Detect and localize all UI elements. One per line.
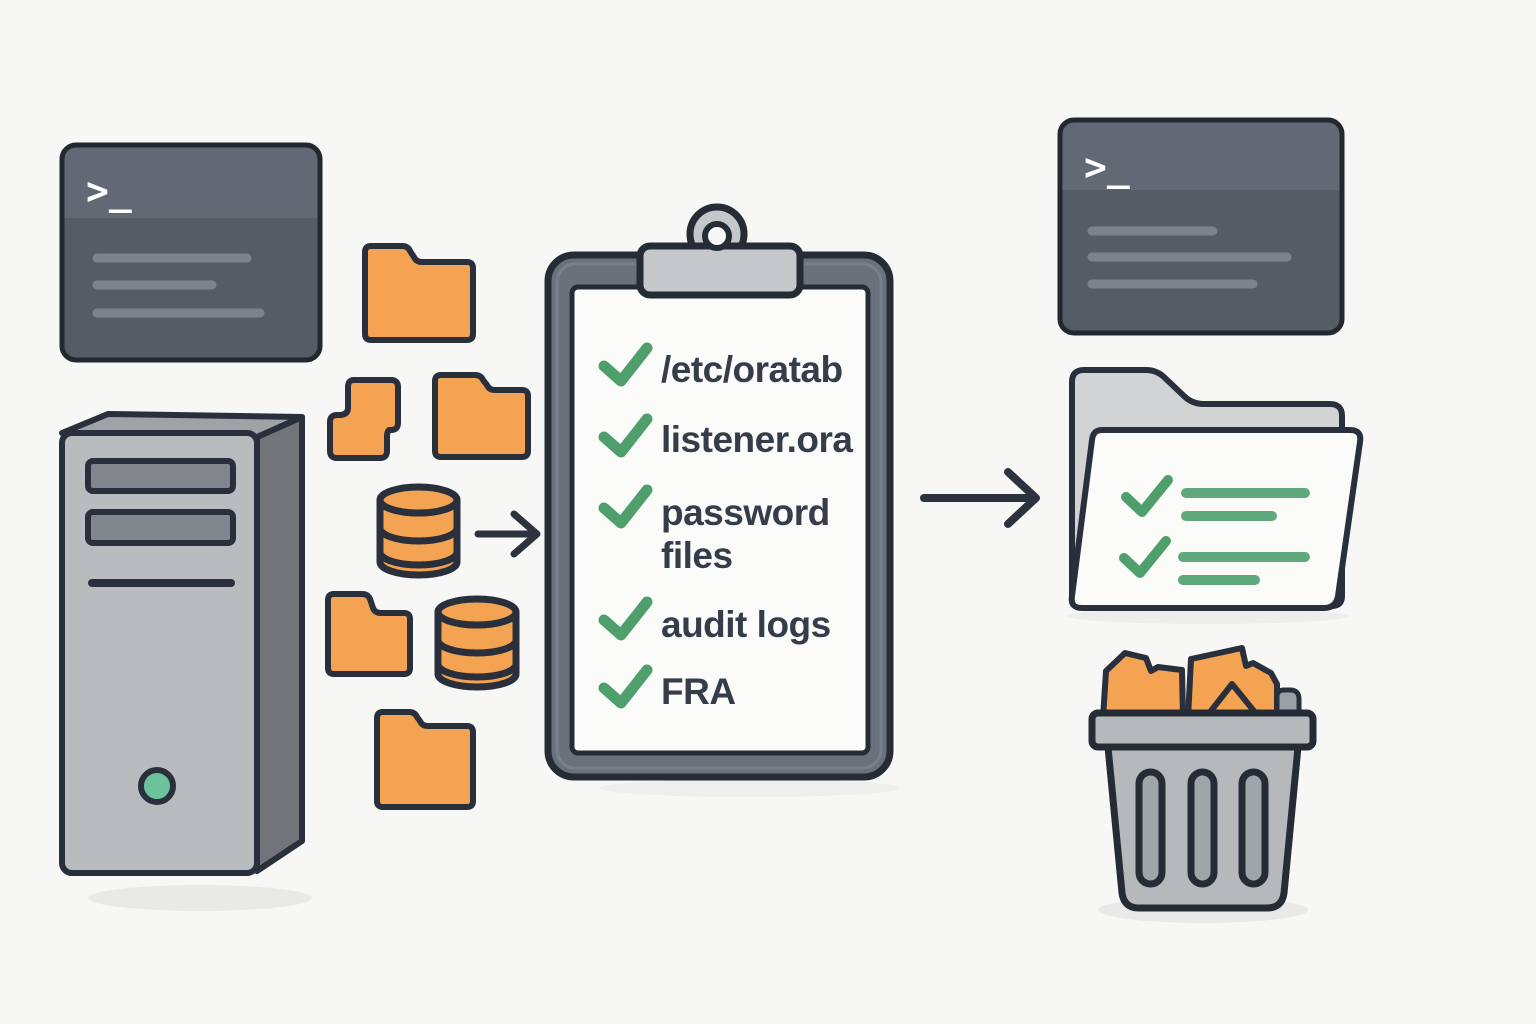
paper-fold-line	[1204, 681, 1261, 718]
terminal-border	[1057, 117, 1345, 336]
folder-icon	[362, 243, 476, 343]
terminal-window-left: >_	[59, 142, 323, 363]
checklist-item-label: password	[661, 492, 830, 533]
terminal-prompt: >_	[86, 169, 132, 213]
check-icon	[598, 342, 653, 387]
clip-plate	[636, 242, 804, 299]
database-icon	[434, 595, 520, 691]
trash-slat	[1187, 768, 1218, 888]
arrow-head	[1004, 468, 1040, 528]
folder-checklist-content	[1119, 475, 1310, 585]
trash-rim	[1088, 709, 1317, 751]
checklist-item: FRA	[598, 664, 736, 712]
server-front-panel	[59, 430, 260, 876]
folder-icon	[325, 591, 413, 677]
terminal-header	[64, 147, 318, 218]
trash-slat	[1238, 768, 1269, 888]
checklist-item: listener.ora	[598, 413, 854, 460]
trash-slat	[1135, 768, 1166, 888]
checklist-item-label: listener.ora	[661, 419, 853, 460]
folder-shadow	[1068, 608, 1348, 624]
checklist-item-label: files	[661, 535, 733, 576]
checklist-item-label: /etc/oratab	[661, 349, 843, 390]
clipboard: /etc/oratab listener.ora password files …	[544, 203, 900, 797]
check-icon	[598, 484, 653, 529]
flow-arrow-small	[474, 510, 541, 558]
drive-bay	[85, 509, 236, 546]
folder-icon	[432, 372, 531, 460]
drive-bay	[85, 458, 236, 494]
clipboard-shadow	[600, 779, 900, 797]
check-icon	[598, 596, 653, 641]
clip-hole	[702, 221, 732, 251]
folder-icon	[374, 709, 476, 810]
trash-can-icon	[1088, 645, 1317, 923]
terminal-window-right: >_	[1057, 117, 1345, 336]
check-icon	[598, 413, 653, 458]
terminal-prompt: >_	[1084, 145, 1130, 189]
checklist: /etc/oratab listener.ora password files …	[598, 342, 854, 712]
server-shadow	[88, 885, 312, 911]
terminal-header	[1062, 122, 1340, 190]
flow-arrow-large	[920, 468, 1040, 528]
checklist-item: password files	[598, 484, 830, 576]
arrow-head	[510, 510, 541, 558]
check-icon	[1119, 536, 1171, 578]
power-button	[138, 767, 176, 805]
scattered-files	[325, 243, 531, 810]
discarded-paper	[1100, 650, 1186, 721]
terminal-border	[59, 142, 323, 363]
check-icon	[1121, 475, 1173, 517]
checklist-item-label: FRA	[661, 671, 736, 712]
output-folder-icon	[1068, 367, 1364, 624]
checklist-item: audit logs	[598, 596, 831, 645]
clipboard-clip	[636, 203, 804, 299]
checklist-item-label: audit logs	[661, 604, 831, 645]
server-side-panel	[254, 414, 305, 874]
database-icon	[376, 483, 461, 579]
checklist-item: /etc/oratab	[598, 342, 843, 390]
server-tower-icon	[59, 411, 312, 911]
file-fragment-icon	[327, 377, 401, 461]
check-icon	[598, 664, 653, 709]
